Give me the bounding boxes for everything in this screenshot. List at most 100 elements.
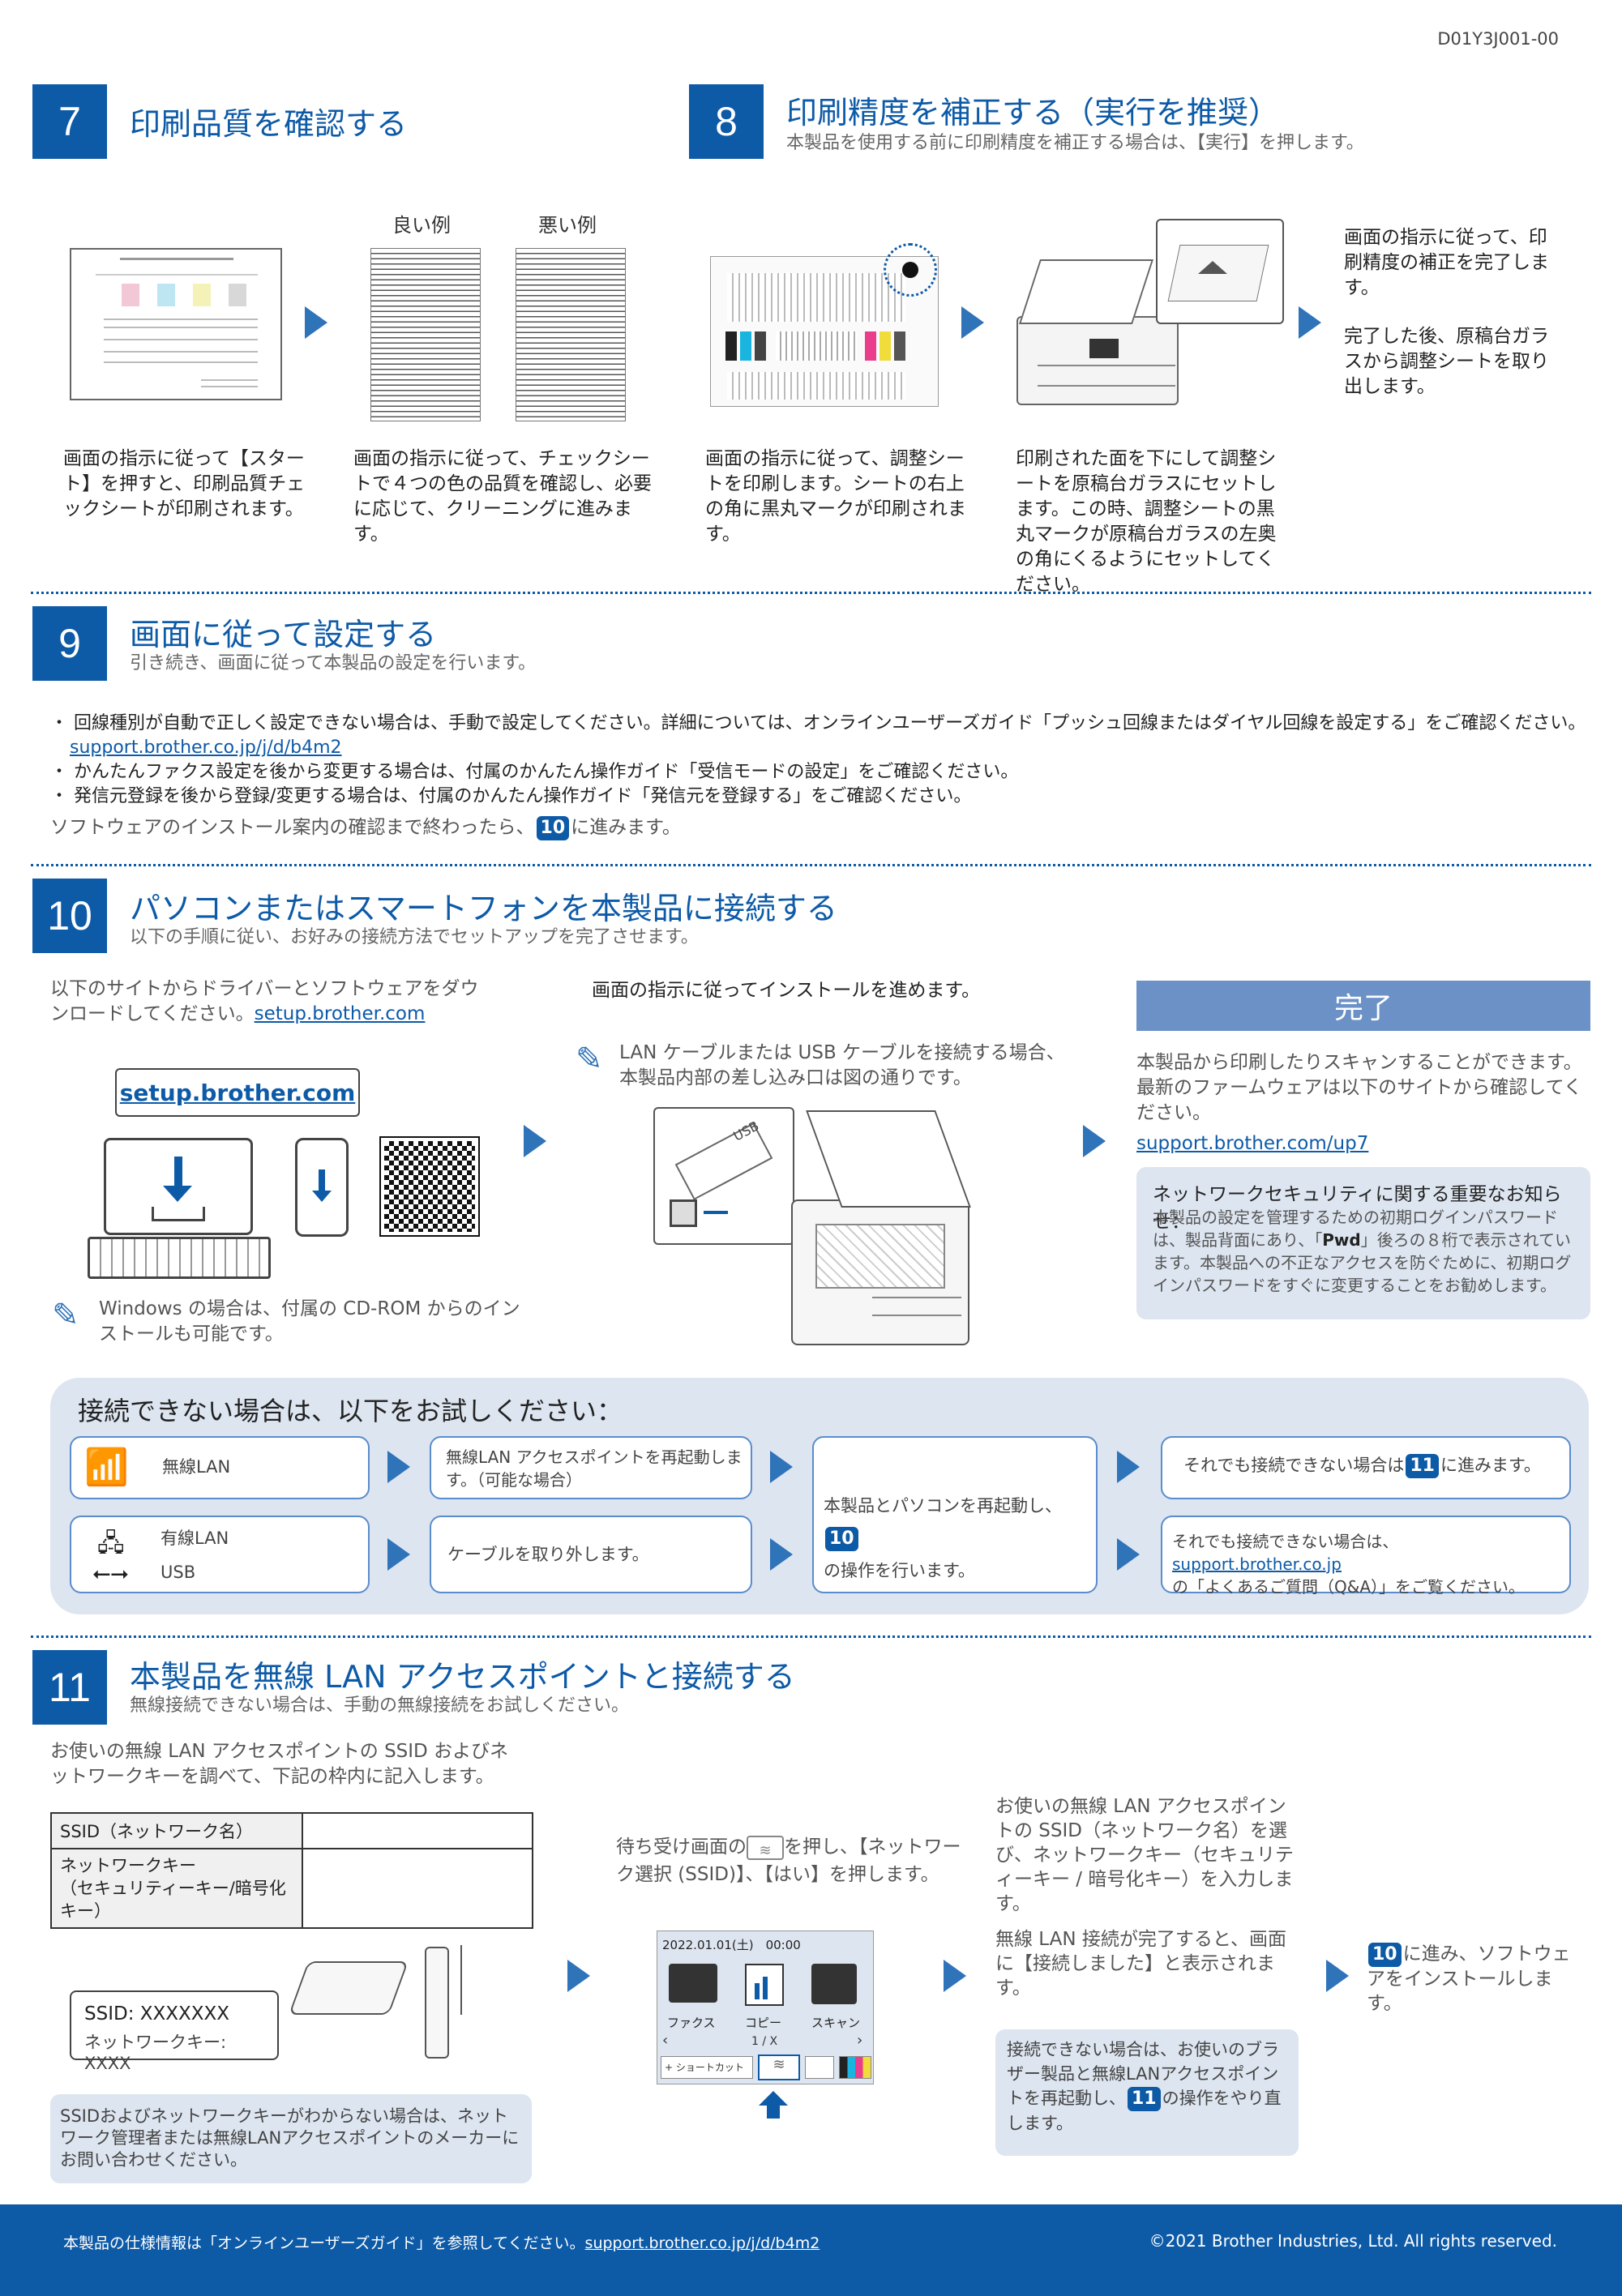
touch-screen: 2022.01.01(土) 00:00 ファクス コピー スキャン ‹ 1 / … — [657, 1930, 874, 2084]
retry-note: 接続できない場合は、お使いのブラザー製品と無線LANアクセスポイントを再起動し、… — [995, 2029, 1299, 2156]
qr-code — [379, 1136, 480, 1237]
restart-ap-box: 無線LAN アクセスポイントを再起動します。（可能な場合） — [430, 1436, 752, 1499]
step-10-number: 10 — [32, 879, 107, 953]
step-9-bullet-1: ・ 回線種別が自動で正しく設定できない場合は、手動で設定してください。詳細につい… — [50, 713, 1586, 758]
setup-link[interactable]: setup.brother.com — [254, 1003, 426, 1024]
b4m2-link[interactable]: support.brother.co.jp/j/d/b4m2 — [70, 738, 342, 758]
ethernet-icon: 🖧 — [97, 1529, 125, 1558]
step-7-text-2: 画面の指示に従って、チェックシートで４つの色の品質を確認し、必要に応じて、クリー… — [353, 448, 652, 545]
wifi-box: 📶 無線LAN — [70, 1436, 370, 1499]
antenna — [460, 1945, 462, 2015]
port-detail-image: USB — [653, 1107, 794, 1245]
up-arrow-stem — [767, 2106, 780, 2119]
step-11-title: 本製品を無線 LAN アクセスポイントと接続する — [130, 1659, 795, 1695]
wired-box: 🖧 有線LAN ⭠⭢ USB — [70, 1516, 370, 1593]
wifi-status-icon[interactable]: ≋ — [758, 2054, 800, 2080]
left-chevron-icon[interactable]: ‹ — [662, 2032, 669, 2049]
printer-image — [1005, 243, 1192, 413]
step-9-bullet-3: ・ 発信元登録を後から登録/変更する場合は、付属のかんたん操作ガイド「発信元を登… — [50, 786, 972, 806]
wired-label: 有線LAN — [160, 1529, 229, 1548]
complete-banner: 完了 — [1136, 981, 1590, 1031]
router-image — [288, 1961, 409, 2015]
fax-icon[interactable] — [669, 1964, 717, 2003]
key-entry[interactable] — [302, 1848, 533, 1929]
step-8-text-1: 画面の指示に従って、調整シートを印刷します。シートの右上の角に黒丸マークが印刷さ… — [705, 448, 966, 545]
wifi-label: 無線LAN — [162, 1457, 231, 1477]
step-7-title: 印刷品質を確認する — [130, 106, 408, 142]
windows-note: Windows の場合は、付属の CD-ROM からのインストールも可能です。 — [99, 1298, 520, 1345]
access-point-image — [425, 1947, 449, 2059]
pencil-icon: ✎ — [52, 1297, 79, 1334]
ssid-note: SSIDおよびネットワークキーがわからない場合は、ネットワーク管理者または無線L… — [50, 2094, 532, 2183]
doc-code: D01Y3J001-00 — [1437, 29, 1559, 49]
divider-2 — [31, 864, 1591, 866]
step-11-subtitle: 無線接続できない場合は、手動の無線接続をお試しください。 — [130, 1695, 630, 1716]
pencil-icon-2: ✎ — [576, 1041, 603, 1078]
wait-screen-text: 待ち受け画面の≋を押し、【ネットワーク選択 (SSID)】、【はい】を押します。 — [616, 1835, 961, 1885]
step-9-title: 画面に従って設定する — [130, 617, 437, 652]
step-8-subtitle: 本製品を使用する前に印刷精度を補正する場合は、【実行】を押します。 — [786, 133, 1364, 153]
complete-text: 本製品から印刷したりスキャンすることができます。最新のファームウェアは以下のサイ… — [1136, 1052, 1582, 1123]
step-11-number: 11 — [32, 1650, 107, 1725]
wifi-icon: 📶 — [84, 1447, 129, 1488]
install-text: 画面の指示に従ってインストールを進めます。 — [592, 980, 981, 1001]
security-title: ネットワークセキュリティに関する重要なお知らせ： — [1153, 1184, 1562, 1233]
smartphone-icon — [295, 1138, 349, 1237]
setup-callout-link[interactable]: setup.brother.com — [119, 1079, 356, 1106]
ssid-table: SSID（ネットワーク名） ネットワークキー（セキュリティーキー/暗号化キー） — [50, 1812, 533, 1929]
shortcut-button[interactable]: + ショートカット — [661, 2056, 753, 2079]
divider-1 — [31, 592, 1591, 594]
divider-3 — [31, 1635, 1591, 1638]
bad-example-image — [516, 248, 626, 421]
step-7-number: 7 — [32, 84, 107, 159]
key-row-label: ネットワークキー（セキュリティーキー/暗号化キー） — [50, 1848, 303, 1929]
wifi-button-icon: ≋ — [747, 1835, 784, 1860]
footer-bar — [0, 2204, 1622, 2296]
footer-copyright: ©2021 Brother Industries, Ltd. All right… — [1149, 2231, 1557, 2251]
security-notice: ネットワークセキュリティに関する重要なお知らせ： 本製品の設定を管理するための初… — [1136, 1167, 1590, 1319]
step-9-bullet-2: ・ かんたんファクス設定を後から変更する場合は、付属のかんたん操作ガイド「受信モ… — [50, 762, 1019, 782]
right-chevron-icon[interactable]: › — [857, 2032, 863, 2049]
black-dot-marker — [884, 243, 937, 297]
security-body: 本製品の設定を管理するための初期ログインパスワードは、製品背面にあり、「Pwd」… — [1153, 1208, 1572, 1295]
up7-link[interactable]: support.brother.com/up7 — [1136, 1133, 1369, 1154]
step-9-number: 9 — [32, 606, 107, 681]
ssid-callout: SSID: XXXXXXX ネットワークキー: XXXX — [70, 1990, 279, 2073]
lan-note: LAN ケーブルまたは USB ケーブルを接続する場合、本製品内部の差し込み口は… — [619, 1042, 1065, 1088]
ssid-row-label: SSID（ネットワーク名） — [50, 1812, 303, 1849]
step-10-subtitle: 以下の手順に従い、お好みの接続方法でセットアップを完了させます。 — [130, 927, 699, 947]
step-8-title: 印刷精度を補正する（実行を推奨） — [786, 95, 1280, 130]
footer-link[interactable]: support.brother.co.jp/j/d/b4m2 — [584, 2234, 820, 2252]
scan-icon[interactable] — [811, 1964, 857, 2004]
usb-label: USB — [160, 1563, 196, 1582]
glass-detail-image — [1156, 219, 1284, 324]
step-8-number: 8 — [689, 84, 764, 159]
step-7-text-1: 画面の指示に従って【スタート】を押すと、印刷品質チェックシートが印刷されます。 — [63, 448, 306, 519]
laptop-icon — [104, 1138, 253, 1235]
select-ssid-text: お使いの無線 LAN アクセスポイントの SSID（ネットワーク名）を選び、ネッ… — [995, 1796, 1294, 1914]
good-example-image — [370, 248, 481, 421]
tools-icon[interactable] — [805, 2056, 834, 2079]
url-callout: setup.brother.com — [115, 1068, 360, 1117]
remove-cable-box: ケーブルを取り外します。 — [430, 1516, 752, 1593]
step-11-intro: お使いの無線 LAN アクセスポイントの SSID およびネットワークキーを調べ… — [50, 1741, 509, 1787]
check-sheet-image — [70, 248, 282, 400]
support-link[interactable]: support.brother.co.jp — [1172, 1554, 1342, 1574]
up-arrow-icon — [759, 2091, 788, 2106]
trouble-title: 接続できない場合は、以下をお試しください： — [78, 1396, 623, 1426]
ssid-entry[interactable] — [302, 1812, 533, 1849]
step-9-subtitle: 引き続き、画面に従って本製品の設定を行います。 — [130, 653, 537, 673]
laptop-keyboard — [88, 1237, 271, 1279]
copy-icon[interactable] — [745, 1964, 784, 2006]
step-8-text-3a: 画面の指示に従って、印刷精度の補正を完了します。 — [1344, 227, 1549, 298]
ink-icon[interactable] — [839, 2056, 871, 2079]
printer-interior-image — [783, 1102, 981, 1357]
usb-icon: ⭠⭢ — [92, 1559, 129, 1586]
connected-text: 無線 LAN 接続が完了すると、画面に【接続しました】と表示されます。 — [995, 1929, 1286, 1999]
step-8-text-3b: 完了した後、原稿台ガラスから調整シートを取り出します。 — [1344, 326, 1549, 397]
